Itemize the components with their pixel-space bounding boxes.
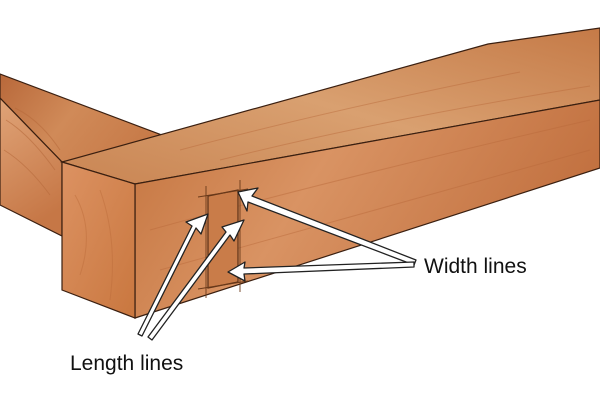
back-beam xyxy=(0,73,178,237)
wood-grain xyxy=(3,107,61,196)
front-beam-end-face xyxy=(61,161,136,319)
width-lines-label: Width lines xyxy=(424,255,527,278)
arrow-to-width-line-top xyxy=(237,187,417,266)
width-line-top xyxy=(197,188,249,198)
width-lines-arrows xyxy=(227,187,417,282)
arrow-to-width-line-bottom xyxy=(227,261,415,282)
wood-grain xyxy=(149,71,591,271)
end-grain xyxy=(74,189,113,301)
length-lines-label: Length lines xyxy=(70,352,183,375)
width-line-bottom xyxy=(197,280,249,290)
front-beam xyxy=(59,27,600,319)
arrow-to-length-line-right xyxy=(147,219,245,341)
length-lines-arrows xyxy=(137,213,245,341)
arrow-to-length-line-left xyxy=(137,213,209,337)
